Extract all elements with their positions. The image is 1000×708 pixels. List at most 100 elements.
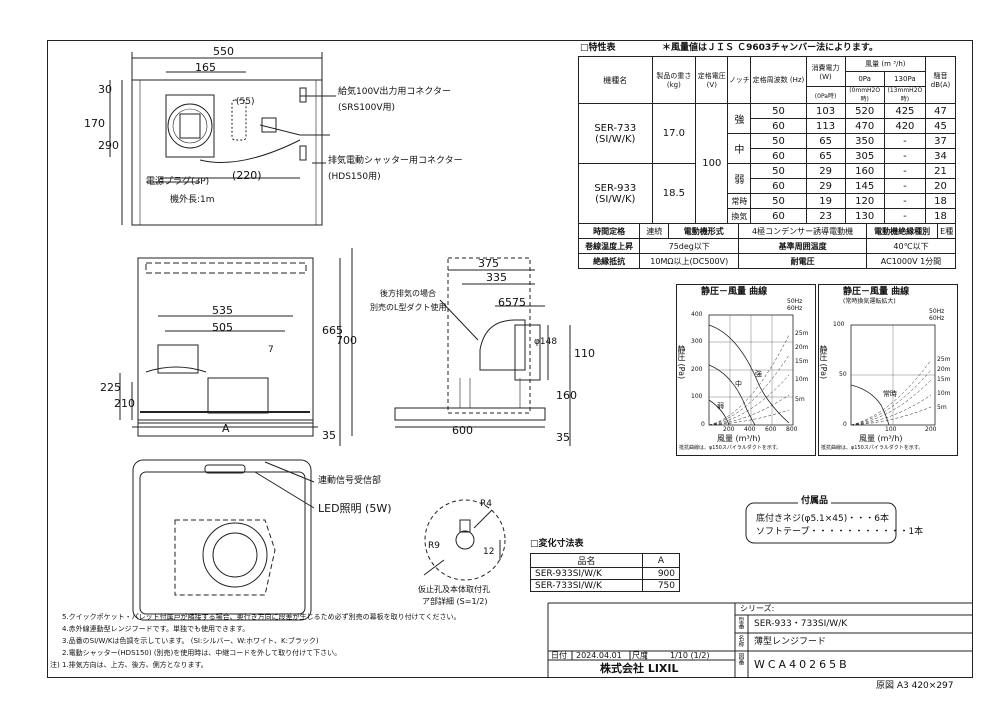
detail-r4: R4 <box>480 499 492 509</box>
graph-2-notch-label: 常時 <box>883 390 897 398</box>
graph-2-duct-label: 20m <box>937 366 951 373</box>
tb-name: 薄型レンジフード <box>754 637 827 647</box>
side-view-duct <box>514 324 541 381</box>
side-view-exhaust <box>479 319 526 371</box>
graph-2-legend-50: 50Hz <box>929 308 945 315</box>
graph-2-subtitle: (常時換気運転拡大) <box>843 298 896 305</box>
dim-505: 505 <box>212 321 233 334</box>
spec-cell: 45 <box>925 118 956 134</box>
graph-2-ylabel: 静圧 (Pa) <box>819 345 828 380</box>
spec-title: □特性表 <box>580 43 616 53</box>
graph-2-xlabel: 風量 (m³/h) <box>859 434 903 443</box>
graph-2-ytick: 100 <box>833 321 845 328</box>
detail-caption-1: 仮止孔及本体取付孔 <box>418 585 490 594</box>
graph-1-legend-60: 60Hz <box>787 305 803 312</box>
graph-1-duct-label: 25m <box>795 330 809 337</box>
detail-hole <box>455 530 475 550</box>
top-view-exhaust-ring <box>167 103 213 149</box>
plug-label: 電源プラグ(3P) <box>146 177 210 187</box>
dim-160: 160 <box>556 389 577 402</box>
graph-2-xtick: 200 <box>925 426 937 433</box>
graph-1-ytick: 300 <box>691 338 703 345</box>
spec-model-933: SER-933(SI/W/K) <box>578 163 653 224</box>
tb-scale: 1/10 (1/2) <box>670 651 710 660</box>
graph-1-ytick: 400 <box>691 311 703 318</box>
graph-1-duct-label: 5m <box>795 396 805 403</box>
graph-1-xtick: 800 <box>786 426 798 433</box>
dim-phi148: φ148 <box>534 337 558 347</box>
graph-2-duct-label: 15m <box>937 376 951 383</box>
dim-335: 335 <box>486 271 507 284</box>
detail-r9: R9 <box>428 541 440 551</box>
front-view-body <box>137 257 314 424</box>
graph-2-duct-label: 5m <box>937 404 947 411</box>
spec-model-733-name: SER-733 <box>594 122 637 134</box>
graph-1-xtick: 400 <box>744 426 756 433</box>
connector-100v-sub: (SRS100V用) <box>338 103 396 113</box>
spec-f-withstand-l: 耐電圧 <box>738 253 867 269</box>
bottom-view-filter-ring <box>202 522 268 588</box>
spec-f-insul-v: 10MΩ以上(DC500V) <box>639 253 740 269</box>
graph-1-plot <box>708 314 794 426</box>
detail-12: 12 <box>483 547 495 557</box>
graph-1-footnote: 抵抗曲線は、φ150スパイラルダクトを示す。 <box>679 445 782 451</box>
note-line: 2.電動シャッター(HDS150) (別売)を使用時は、中継コードを外して取り付… <box>62 649 342 657</box>
graph-1-xtick: 200 <box>723 426 735 433</box>
top-view-connector <box>261 117 277 133</box>
graph-2-footnote: 抵抗曲線は、φ150スパイラルダクトを示す。 <box>821 445 924 451</box>
dim-290: 290 <box>98 139 119 152</box>
dim-35-side: 35 <box>556 431 570 444</box>
tb-name-label: 名称 <box>737 635 744 647</box>
graph-2-curve-always <box>850 384 890 426</box>
sensor-label: 連動信号受信部 <box>318 476 382 486</box>
spec-model-733: SER-733(SI/W/K) <box>578 103 653 164</box>
dim-30: 30 <box>98 83 112 96</box>
dim-7: 7 <box>268 345 274 355</box>
top-view-55-slot <box>231 99 247 141</box>
spec-weight-933: 18.5 <box>651 163 697 224</box>
spec-voltage-value: 100 <box>695 103 729 224</box>
dim-375: 375 <box>478 257 499 270</box>
detail-caption-2: ア部詳細 (S=1/2) <box>422 597 488 606</box>
dim-A: A <box>222 422 230 435</box>
tb-date: 2024.04.01 <box>576 651 622 660</box>
dim-55: (55) <box>236 97 255 107</box>
graph-2-title: 静圧－風量 曲線 <box>843 287 910 297</box>
graph-1-xtick: 600 <box>765 426 777 433</box>
notes-label: 注) <box>50 661 60 669</box>
dim-210: 210 <box>114 397 135 410</box>
rear-exhaust-note-1: 後方排気の場合 <box>380 289 436 298</box>
graph-1-curve-mid <box>708 364 756 426</box>
graph-1: 静圧－風量 曲線 50Hz 60Hz 静圧 (Pa) 400 300 200 1… <box>676 284 816 456</box>
cord-length-label: 機外長:1m <box>170 195 215 205</box>
bottom-view-body <box>132 459 312 621</box>
spec-f-insul-l: 絶縁抵抗 <box>577 253 641 269</box>
tb-date-label: 日付 <box>551 651 567 660</box>
graph-1-duct-label: 20m <box>795 344 809 351</box>
graph-1-legend-50: 50Hz <box>787 298 803 305</box>
spec-note: ＊風量値はＪＩＳ Ｃ9603チャンバー法によります。 <box>662 43 879 53</box>
bottom-view-led-strip <box>204 464 246 474</box>
dim-550: 550 <box>213 45 234 58</box>
spec-f-withstand-v: AC1000V 1分間 <box>866 253 956 269</box>
detail-circle <box>424 499 506 581</box>
dim-110: 110 <box>574 347 595 360</box>
variant-a: 750 <box>642 579 680 592</box>
graph-2-legend-60: 60Hz <box>929 315 945 322</box>
variant-table: 品名 A SER-933SI/W/K 900 SER-733SI/W/K 750 <box>530 553 680 592</box>
accessory-line: 底付きネジ(φ5.1×45)・・・6本 <box>756 514 889 524</box>
graph-1-duct-curves <box>708 334 790 426</box>
led-label: LED照明 (5W) <box>318 502 392 515</box>
graph-1-title: 静圧－風量 曲線 <box>701 287 768 297</box>
graph-2-xtick: 100 <box>885 426 897 433</box>
variant-title: □変化寸法表 <box>530 539 584 549</box>
rear-exhaust-note-2: 別売のL型ダクト使用 <box>370 303 447 312</box>
tb-company: 株式会社 LIXIL <box>600 662 679 675</box>
shutter-connector-label: 排気電動シャッター用コネクター <box>328 156 463 166</box>
graph-1-ytick: 200 <box>691 366 703 373</box>
spec-f-insulclass-v: E種 <box>937 223 956 239</box>
graph-2: 静圧－風量 曲線 (常時換気運転拡大) 50Hz 60Hz 静圧 (Pa) 10… <box>818 284 958 456</box>
dim-220: (220) <box>232 169 262 182</box>
note-line: 5.クイックポケット・パレット付属戸が隣接する場合、奥行き方向に段差が生じるため… <box>62 613 461 621</box>
